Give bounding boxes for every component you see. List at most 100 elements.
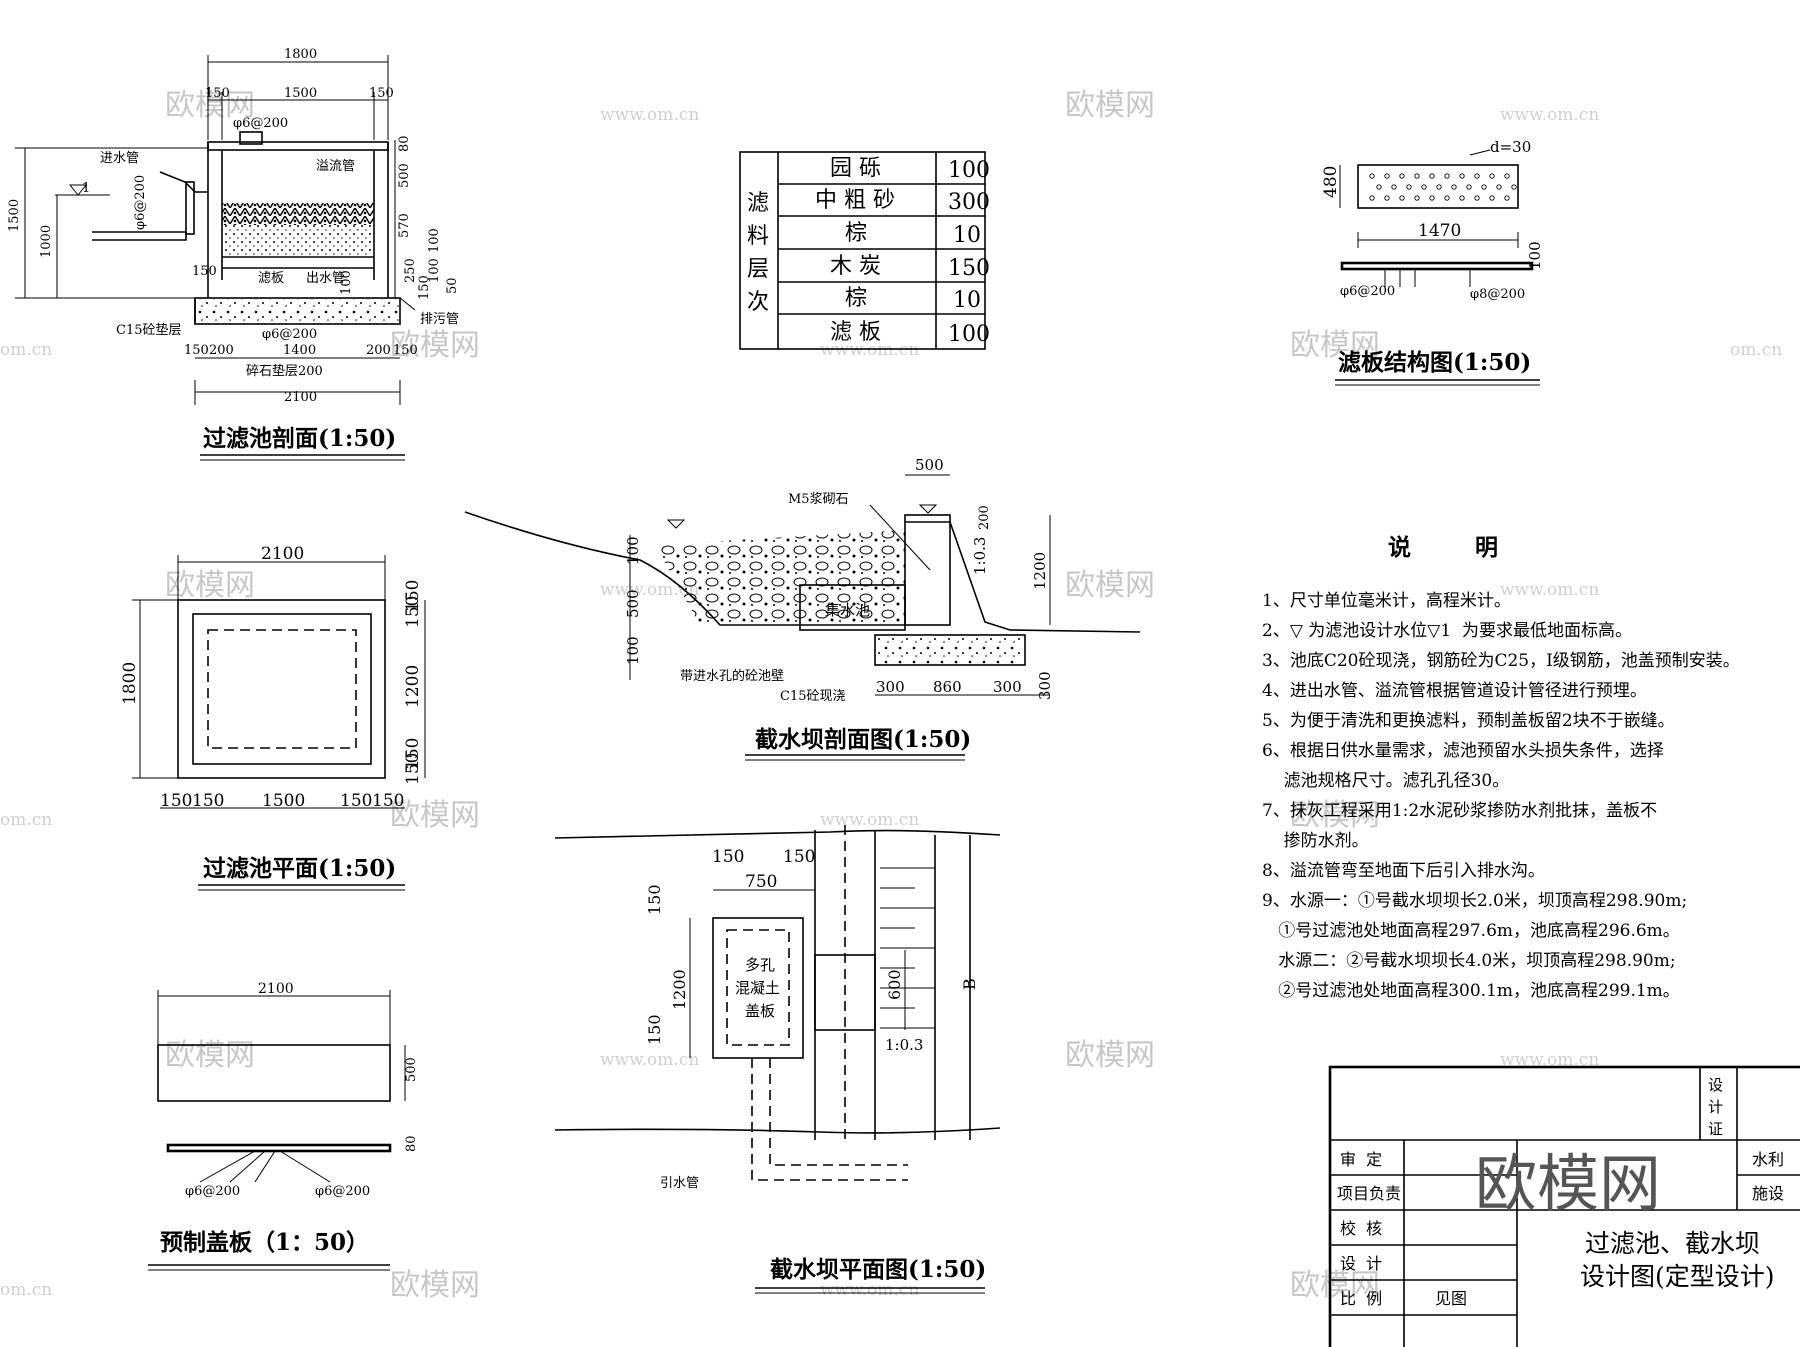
dim-text: 750 bbox=[745, 872, 777, 892]
tb-approve: 审 定 bbox=[1340, 1150, 1382, 1169]
layer-name: 园 砾 bbox=[830, 156, 881, 181]
dim-text: 150 bbox=[645, 1014, 664, 1045]
layer-value: 100 bbox=[948, 158, 990, 183]
dim-text: 80 bbox=[397, 135, 412, 152]
dim-text: 150 bbox=[340, 791, 372, 811]
cover-label-line: 多孔 bbox=[745, 956, 775, 974]
plate-hole bbox=[1466, 184, 1472, 190]
watermark-brand: 欧模网 bbox=[390, 328, 480, 363]
filter-plan-drawing: 2100 1800 150 150 1200 150 150 150 150 1… bbox=[120, 544, 426, 891]
wall-label: 带进水孔的砼池壁 bbox=[680, 668, 784, 684]
dim-text: 2100 bbox=[258, 981, 294, 997]
note-line: 4、进出水管、溢流管根据管道设计管径进行预埋。 bbox=[1262, 681, 1647, 701]
brand-logo: 欧模网 bbox=[1475, 1147, 1661, 1220]
dim-text: 1000 bbox=[39, 225, 54, 258]
dim-text: 150 bbox=[192, 264, 217, 279]
plate-hole bbox=[1496, 184, 1502, 190]
slope-label: 1:0.3 bbox=[971, 537, 989, 575]
layers-group-char: 次 bbox=[747, 290, 769, 315]
plate-hole bbox=[1384, 195, 1390, 201]
plate-hole bbox=[1384, 173, 1390, 179]
dim-text: 1500 bbox=[284, 86, 317, 101]
dim-text: 150 bbox=[403, 596, 423, 628]
dim-text: 150 bbox=[372, 791, 404, 811]
dim-text: 150 bbox=[184, 343, 209, 358]
tb-scale-value: 见图 bbox=[1435, 1289, 1467, 1308]
dim-text: 1500 bbox=[7, 199, 22, 232]
notes-heading: 说 明 bbox=[1388, 534, 1498, 561]
dim-text: 80 bbox=[404, 1135, 419, 1152]
dim-text: 200 bbox=[209, 343, 234, 358]
dim-text: 100 bbox=[339, 270, 354, 295]
dim-text: 150 bbox=[712, 847, 744, 867]
dim-text: 100 bbox=[427, 228, 442, 253]
layer-name: 中 粗 砂 bbox=[815, 188, 895, 213]
dam-plan-drawing: 多孔 混凝土 盖板 引水管 150 150 750 150 1200 150 6… bbox=[554, 825, 1001, 1294]
slope-hatch bbox=[880, 867, 935, 1029]
plate-holes bbox=[1369, 173, 1517, 201]
watermark-site: www.om.cn bbox=[600, 105, 699, 125]
cover-plate-drawing: 2100 500 80 φ6@200 φ6@200 预制盖板（1：50） bbox=[148, 981, 419, 1271]
plate-hole bbox=[1481, 184, 1487, 190]
filter-plate-title: 滤板结构图(1:50) bbox=[1338, 349, 1531, 376]
note-line: 6、根据日供水量需求，滤池预留水头损失条件，选择 bbox=[1262, 741, 1664, 761]
dim-text: 150 bbox=[160, 791, 192, 811]
cover-label-line: 混凝土 bbox=[735, 979, 780, 997]
watermark-brand: 欧模网 bbox=[1290, 798, 1380, 833]
layers-group-char: 层 bbox=[747, 257, 769, 282]
tb-right2: 施设 bbox=[1752, 1184, 1784, 1203]
watermark-site: www.om.cn bbox=[1500, 1050, 1599, 1070]
mortar-stone-label: M5浆砌石 bbox=[788, 492, 849, 507]
note-line: 2、▽ 为滤池设计水位▽1 为要求最低地面标高。 bbox=[1262, 621, 1632, 641]
watermark-site: om.cn bbox=[0, 340, 52, 360]
dim-text: 150 bbox=[192, 791, 224, 811]
drawing-title-line2: 设计图(定型设计) bbox=[1580, 1262, 1775, 1291]
slope-label: 1:0.3 bbox=[885, 1036, 923, 1054]
note-line: ②号过滤池处地面高程300.1m，池底高程299.1m。 bbox=[1262, 981, 1680, 1001]
layer-value: 150 bbox=[948, 256, 990, 281]
note-line: 8、溢流管弯至地面下后引入排水沟。 bbox=[1262, 861, 1545, 881]
inlet-pipe-label: 进水管 bbox=[100, 151, 139, 166]
width-label: B bbox=[960, 978, 979, 990]
rebar-label: φ8@200 bbox=[1470, 287, 1525, 302]
dim-text: 100 bbox=[624, 636, 642, 665]
tb-project: 项目负责 bbox=[1337, 1184, 1401, 1203]
water-level-mark: 1 bbox=[82, 181, 90, 196]
dim-text: 100 bbox=[624, 536, 642, 565]
rebar-label: φ6@200 bbox=[315, 1184, 370, 1199]
note-line: 1、尺寸单位毫米计，高程米计。 bbox=[1262, 591, 1511, 611]
dim-text: 570 bbox=[397, 213, 412, 238]
filter-plate-label: 滤板 bbox=[258, 271, 284, 286]
plate-hole bbox=[1376, 184, 1382, 190]
note-line: 5、为便于清洗和更换滤料，预制盖板留2块不于嵌缝。 bbox=[1262, 711, 1675, 731]
layer-name: 滤 板 bbox=[830, 320, 881, 345]
dim-text: 2100 bbox=[284, 390, 317, 405]
plate-hole bbox=[1444, 195, 1450, 201]
filter-section-drawing: 1800 150 1500 150 φ6@200 溢流管 滤板 出水管 C15砼… bbox=[7, 47, 460, 461]
cover-plate-title: 预制盖板（1：50） bbox=[160, 1229, 369, 1256]
plate-hole bbox=[1474, 173, 1480, 179]
plate-hole bbox=[1406, 184, 1412, 190]
pipe-label: φ6@200 bbox=[233, 116, 288, 131]
dim-text: 2100 bbox=[261, 544, 304, 564]
dim-text: 600 bbox=[885, 969, 904, 1000]
watermark-site: om.cn bbox=[0, 1280, 52, 1300]
dim-text: 150 bbox=[783, 847, 815, 867]
plate-hole bbox=[1369, 195, 1375, 201]
dim-text: 1470 bbox=[1418, 221, 1461, 241]
dim-text: 100 bbox=[1526, 241, 1544, 270]
dim-text: 150 bbox=[403, 753, 423, 785]
dim-text: 500 bbox=[404, 1057, 419, 1082]
filter-layers-table: 滤 料 层 次 园 砾 100 中 粗 砂 300 棕 10 木 炭 150 棕… bbox=[739, 151, 990, 350]
plate-hole bbox=[1489, 195, 1495, 201]
plate-hole bbox=[1399, 173, 1405, 179]
gravel-label: 碎石垫层200 bbox=[246, 363, 323, 379]
cert-char: 计 bbox=[1708, 1098, 1723, 1116]
drain-label: 排污管 bbox=[420, 312, 459, 327]
dam-section-title: 截水坝剖面图(1:50) bbox=[755, 726, 971, 753]
dim-text: 860 bbox=[933, 678, 962, 696]
watermark-site: www.om.cn bbox=[1500, 580, 1599, 600]
dim-text: 300 bbox=[1036, 671, 1054, 700]
dim-text: 300 bbox=[993, 678, 1022, 696]
